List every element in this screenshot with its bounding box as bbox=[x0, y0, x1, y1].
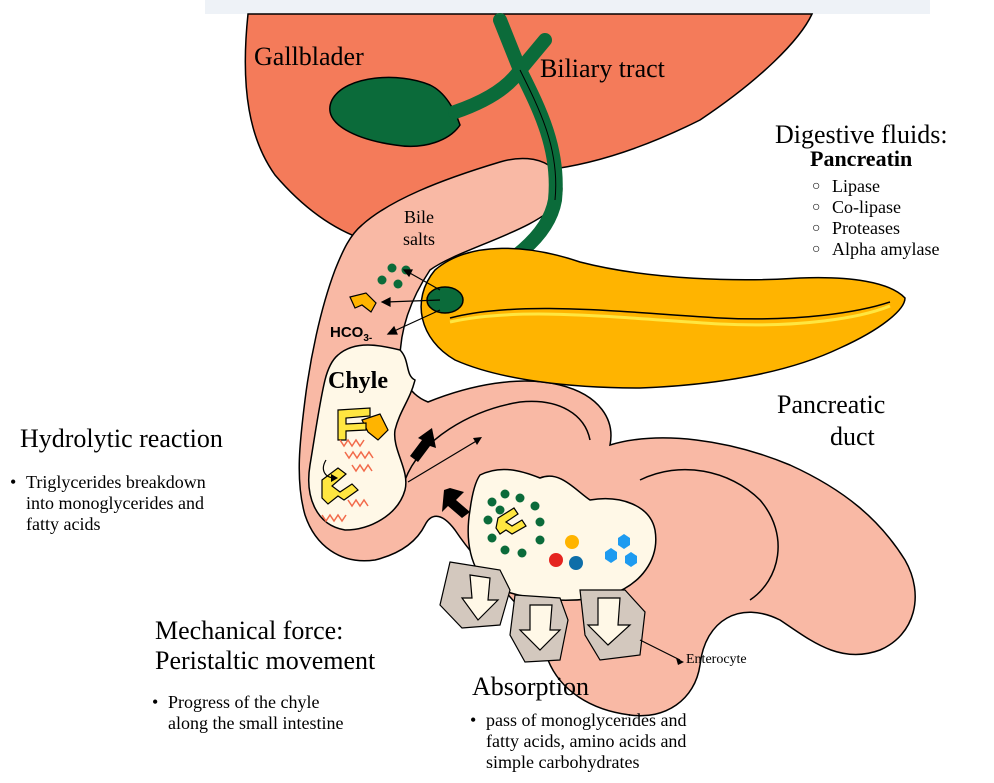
mechanical-line-2: along the small intestine bbox=[168, 713, 343, 734]
mechanical-bullets: Progress of the chyle along the small in… bbox=[148, 692, 343, 734]
pancreatin-item: Co-lipase bbox=[812, 197, 939, 218]
hydrolytic-line-2: into monoglycerides and bbox=[26, 493, 206, 514]
absorption-bullet: pass of monoglycerides and fatty acids, … bbox=[466, 710, 686, 773]
gallbladder-label: Gallblader bbox=[254, 42, 364, 72]
hydrolytic-line-3: fatty acids bbox=[26, 514, 206, 535]
absorption-line-3: simple carbohydrates bbox=[486, 752, 686, 773]
absorption-title: Absorption bbox=[472, 672, 589, 702]
hco3-base: HCO bbox=[330, 324, 363, 341]
pancreatic-duct-label-2: duct bbox=[830, 422, 875, 452]
absorption-line-2: fatty acids, amino acids and bbox=[486, 731, 686, 752]
amino-acid-blue bbox=[569, 556, 583, 570]
hydrolytic-bullet: Triglycerides breakdown into monoglyceri… bbox=[6, 472, 206, 535]
bile-salts-label-1: Bile salts bbox=[394, 206, 444, 250]
mechanical-title-2: Peristaltic movement bbox=[155, 646, 375, 676]
hydrolytic-line-1: Triglycerides breakdown bbox=[26, 472, 206, 493]
amino-acid-orange bbox=[565, 535, 579, 549]
absorption-bullets: pass of monoglycerides and fatty acids, … bbox=[466, 710, 686, 773]
biliary-tract-label: Biliary tract bbox=[540, 54, 665, 84]
top-band bbox=[205, 0, 930, 14]
pancreas bbox=[421, 248, 905, 388]
hydrolytic-title: Hydrolytic reaction bbox=[20, 424, 223, 454]
pancreatin-item: Lipase bbox=[812, 176, 939, 197]
mechanical-line-1: Progress of the chyle bbox=[168, 692, 343, 713]
pancreatin-item: Proteases bbox=[812, 218, 939, 239]
absorption-line-1: pass of monoglycerides and bbox=[486, 710, 686, 731]
pancreatin-title: Pancreatin bbox=[810, 146, 912, 172]
mechanical-bullet: Progress of the chyle along the small in… bbox=[148, 692, 343, 734]
pancreatin-enzyme-list: Lipase Co-lipase Proteases Alpha amylase bbox=[812, 176, 939, 260]
mechanical-title-1: Mechanical force: bbox=[155, 616, 343, 646]
pancreatic-duct-label-1: Pancreatic bbox=[777, 390, 885, 420]
hco3-label: HCO3- bbox=[330, 324, 372, 344]
hco3-charge: - bbox=[369, 333, 372, 344]
hydrolytic-bullets: Triglycerides breakdown into monoglyceri… bbox=[6, 472, 206, 535]
chyle-label: Chyle bbox=[328, 368, 388, 395]
bile-salts-text: Bile salts bbox=[394, 206, 444, 250]
enterocyte-label: Enterocyte bbox=[686, 652, 747, 668]
amino-acid-red bbox=[549, 553, 563, 567]
pancreatin-item: Alpha amylase bbox=[812, 239, 939, 260]
